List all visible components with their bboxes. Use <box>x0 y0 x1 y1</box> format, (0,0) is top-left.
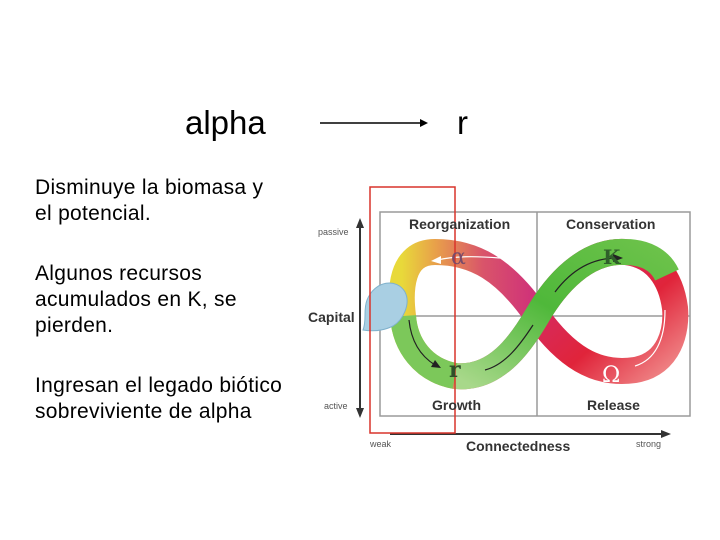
quadrant-label-growth: Growth <box>432 397 481 413</box>
phase-r-symbol: r <box>449 357 461 383</box>
quadrant-label-reorganization: Reorganization <box>409 216 510 232</box>
phase-k-symbol: K <box>603 245 621 269</box>
highlight-box <box>369 186 456 434</box>
bullet-list: Disminuye la biomasa y el potencial. Alg… <box>35 175 285 459</box>
quadrant-label-release: Release <box>587 397 640 413</box>
y-axis-top-label: passive <box>318 227 349 237</box>
x-axis-left-label: weak <box>369 439 392 449</box>
loop-growth-lower <box>390 314 459 389</box>
phase-omega-symbol: Ω <box>602 363 620 388</box>
bullet-item: Ingresan el legado biótico sobreviviente… <box>35 374 283 423</box>
heading-alpha: alpha <box>185 104 266 141</box>
y-axis-bottom-label: active <box>324 401 348 411</box>
adaptive-cycle-diagram: Reorganization Conservation Growth Relea… <box>308 186 691 454</box>
x-axis-label: Connectedness <box>466 438 570 454</box>
bullet-item: Algunos recursos acumulados en K, se pie… <box>35 262 237 337</box>
transition-arrow-icon <box>320 119 428 127</box>
y-axis-label: Capital <box>308 309 355 325</box>
loop-growth-ribbon <box>453 238 679 390</box>
quadrant-label-conservation: Conservation <box>566 216 655 232</box>
heading-r: r <box>457 104 468 141</box>
x-axis-right-label: strong <box>636 439 661 449</box>
bullet-item: Disminuye la biomasa y el potencial. <box>35 176 264 225</box>
phase-alpha-symbol: α <box>451 245 466 270</box>
callout-blob <box>362 282 408 332</box>
